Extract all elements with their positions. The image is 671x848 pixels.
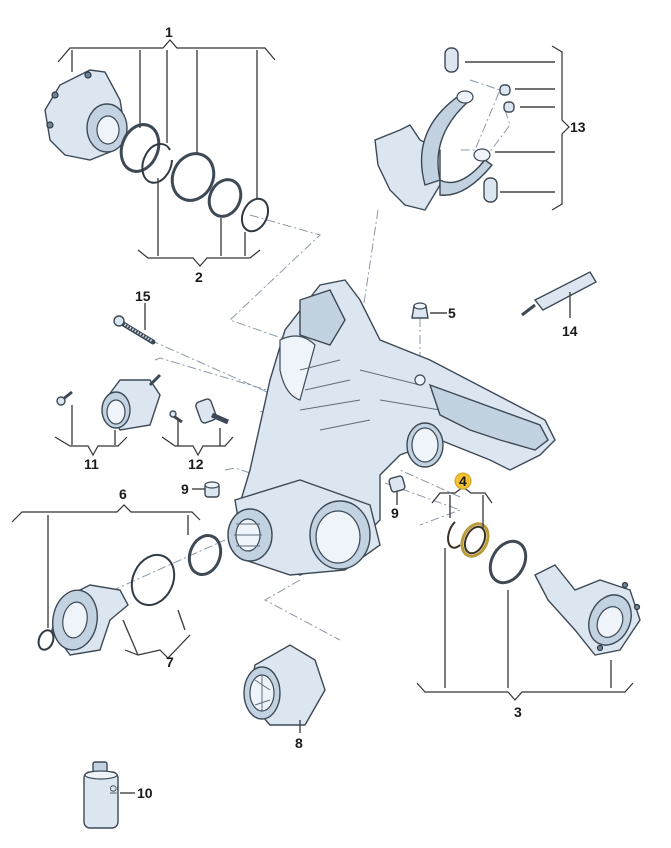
part-11-actuator — [56, 373, 162, 431]
part-14-sealant-tube: 14 — [521, 271, 597, 339]
threaded-ring-large — [170, 152, 216, 202]
callout-13: 13 — [465, 45, 586, 211]
part-9-bushing-right: 9 — [388, 475, 406, 521]
callout-label: 4 — [459, 473, 467, 489]
callout-2: 2 — [137, 178, 261, 285]
callout-label: 11 — [84, 456, 99, 472]
callout-label: 15 — [135, 288, 151, 304]
callout-label: 8 — [295, 735, 303, 751]
callout-6: 6 — [11, 486, 201, 628]
part-15-bolt: 15 — [113, 288, 156, 345]
differential-housing — [227, 279, 556, 576]
callout-7: 7 — [122, 609, 191, 670]
callout-label: 1 — [165, 24, 173, 40]
part-5-plug: 5 — [411, 302, 456, 321]
callout-label: 6 — [119, 486, 127, 502]
part-10-oil-bottle: Öl 10 — [83, 761, 153, 829]
threaded-ring-small — [207, 178, 243, 218]
callout-11: 11 — [54, 405, 128, 472]
callout-label: 9 — [391, 505, 399, 521]
callout-3: 3 — [416, 548, 634, 720]
part-8-rubber-mount: 8 — [243, 644, 326, 751]
part-9-bushing-left: 9 — [181, 481, 220, 498]
part-6-drive-flange — [37, 534, 223, 656]
part-4-ring-set: 4 — [431, 472, 493, 558]
oil-bottle-label: Öl — [108, 785, 118, 794]
circlip — [141, 143, 173, 184]
part-12-sensor — [169, 398, 230, 425]
callout-label: 13 — [570, 119, 586, 135]
callout-label: 12 — [188, 456, 204, 472]
callout-label: 14 — [562, 323, 578, 339]
part-1-flange-housing — [44, 69, 128, 161]
callout-label: 2 — [195, 269, 203, 285]
callout-12: 12 — [161, 420, 234, 472]
callout-label: 7 — [166, 654, 174, 670]
highlight-badge[interactable] — [454, 472, 472, 490]
callout-label: 3 — [514, 704, 522, 720]
assembly-lines — [79, 79, 511, 641]
callout-label: 10 — [137, 785, 153, 801]
callout-label: 5 — [448, 305, 456, 321]
part-3-output-flange — [488, 539, 641, 656]
part-13-shift-fork — [374, 47, 515, 211]
callout-1: 1 — [57, 24, 276, 198]
callout-label: 9 — [181, 481, 189, 497]
o-ring — [240, 197, 270, 233]
thrust-ring — [119, 123, 161, 173]
